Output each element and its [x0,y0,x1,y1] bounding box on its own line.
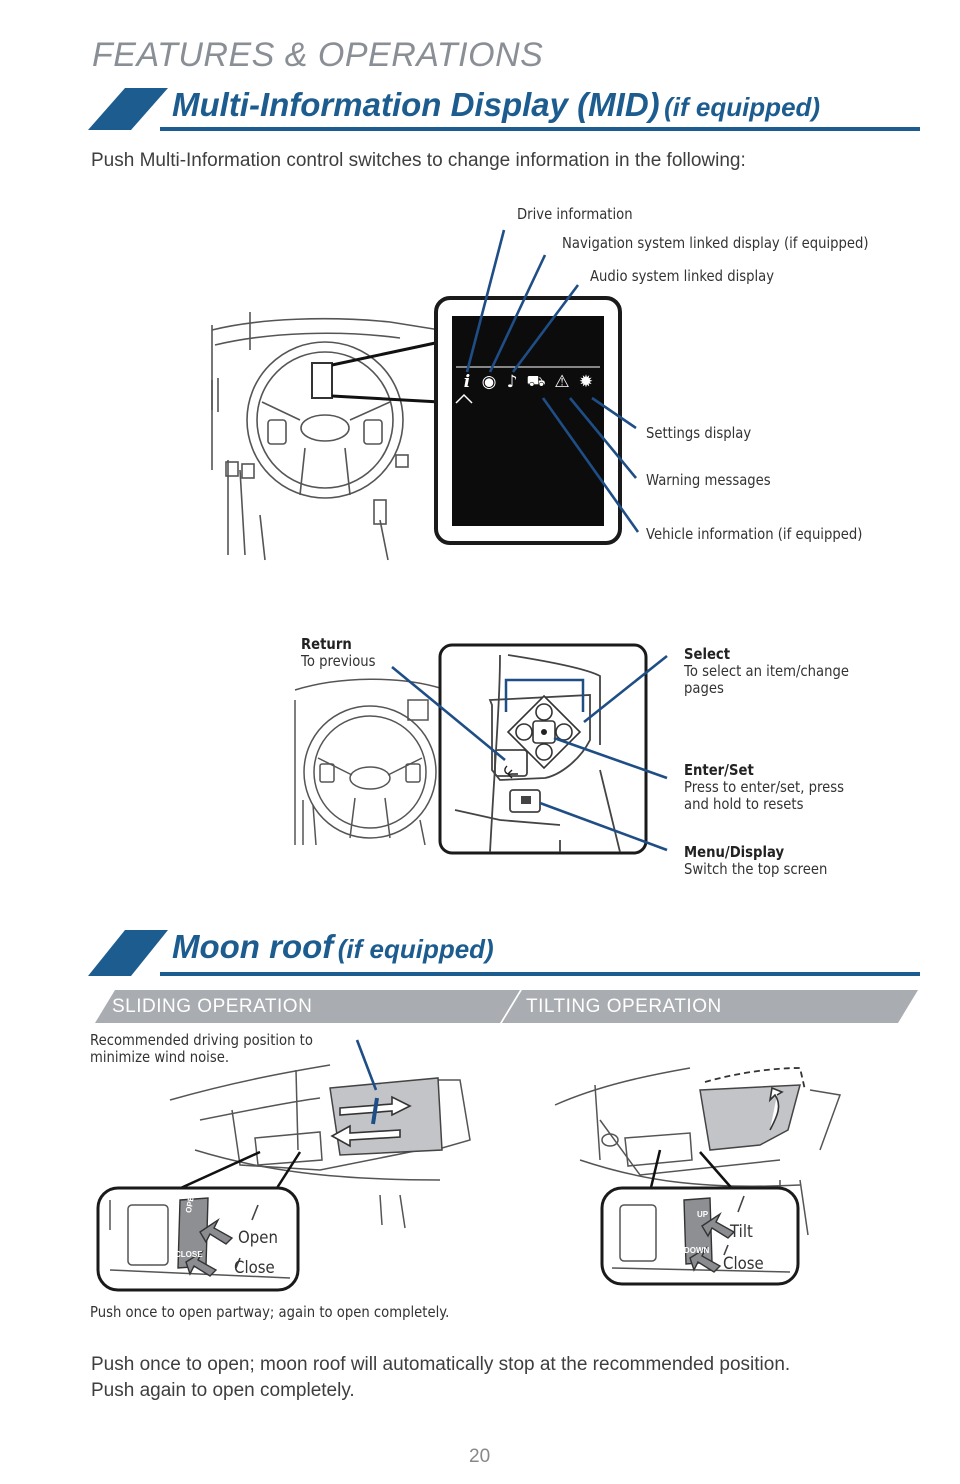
menu-desc: Switch the top screen [684,860,828,878]
label-vehicle-information: Vehicle information (if equipped) [646,525,863,543]
mid-screen [452,316,604,526]
label-navigation-display: Navigation system linked display (if equ… [562,234,869,252]
mid-title-suffix: (if equipped) [664,92,821,122]
menu-title: Menu/Display [684,843,785,861]
mid-title-bar [88,88,920,131]
tilting-drawing [554,1067,842,1236]
select-title: Select [684,645,731,663]
sliding-press-arrows [185,1217,234,1277]
push-once-note: Push once to open partway; again to open… [90,1303,450,1321]
control-closeup [454,654,621,853]
label-close-tilting: Close [723,1254,764,1274]
label-drive-information: Drive information [517,205,633,223]
tab-tilting-operation: TILTING OPERATION [526,996,722,1017]
tab-tilting-bg [502,990,918,1023]
label-menu-display: Menu/Display Switch the top screen [684,844,913,878]
mid-section-title: Multi-Information Display (MID) (if equi… [172,86,820,124]
label-enter-set: Enter/Set Press to enter/set, press and … [684,762,913,813]
recommended-line-1: Recommended driving position to [90,1031,313,1049]
enter-title: Enter/Set [684,761,754,779]
moonroof-title-suffix: (if equipped) [337,934,494,964]
warning-triangle-icon: ⚠ [554,372,570,392]
steering-drawing [294,678,441,846]
music-note-icon: ♪ [506,372,518,392]
sliding-drawing [169,1064,471,1229]
mid-intro: Push Multi-Information control switches … [91,150,746,171]
mid-small-screen [311,362,333,399]
label-warning-messages: Warning messages [646,471,771,489]
page-heading: FEATURES & OPERATIONS [92,36,544,74]
label-open: Open [238,1228,278,1248]
select-desc-1: To select an item/change [684,662,850,680]
label-close-sliding: Close [234,1258,275,1278]
label-return: Return To previous [301,636,407,670]
dashboard-drawing [211,312,441,561]
moonroof-title-bar [88,930,920,976]
switch-up-text: UP [697,1210,709,1219]
compass-icon: ◉ [481,372,497,392]
return-desc: To previous [301,652,376,670]
tab-sliding-operation: SLIDING OPERATION [112,996,313,1017]
mid-title-text: Multi-Information Display (MID) [172,86,660,123]
car-icon: ⛟ [526,372,546,390]
recommended-line-2: minimize wind noise. [90,1048,230,1066]
enter-desc-2: and hold to resets [684,795,804,813]
label-select: Select To select an item/change pages [684,646,913,697]
tilting-press-arrows [689,1211,736,1273]
moonroof-body-line-2: Push again to open completely. [91,1380,355,1401]
label-settings-display: Settings display [646,424,752,442]
moonroof-body-line-1: Push once to open; moon roof will automa… [91,1354,791,1375]
select-desc-2: pages [684,679,724,697]
moonroof-section-title: Moon roof (if equipped) [172,928,494,966]
label-tilt: Tilt [730,1222,753,1242]
label-audio-display: Audio system linked display [590,267,775,285]
recommended-position-note: Recommended driving position to minimize… [90,1032,372,1066]
tab-sliding-bg [95,990,520,1023]
switch-close-text: CLOSE [175,1250,203,1259]
switch-down-text: DOWN [684,1246,710,1255]
moonroof-title-text: Moon roof [172,928,334,965]
info-icon: i [463,372,471,392]
gear-icon: ✹ [578,372,594,392]
enter-desc-1: Press to enter/set, press [684,778,845,796]
page-number: 20 [469,1446,491,1467]
return-title: Return [301,635,352,653]
